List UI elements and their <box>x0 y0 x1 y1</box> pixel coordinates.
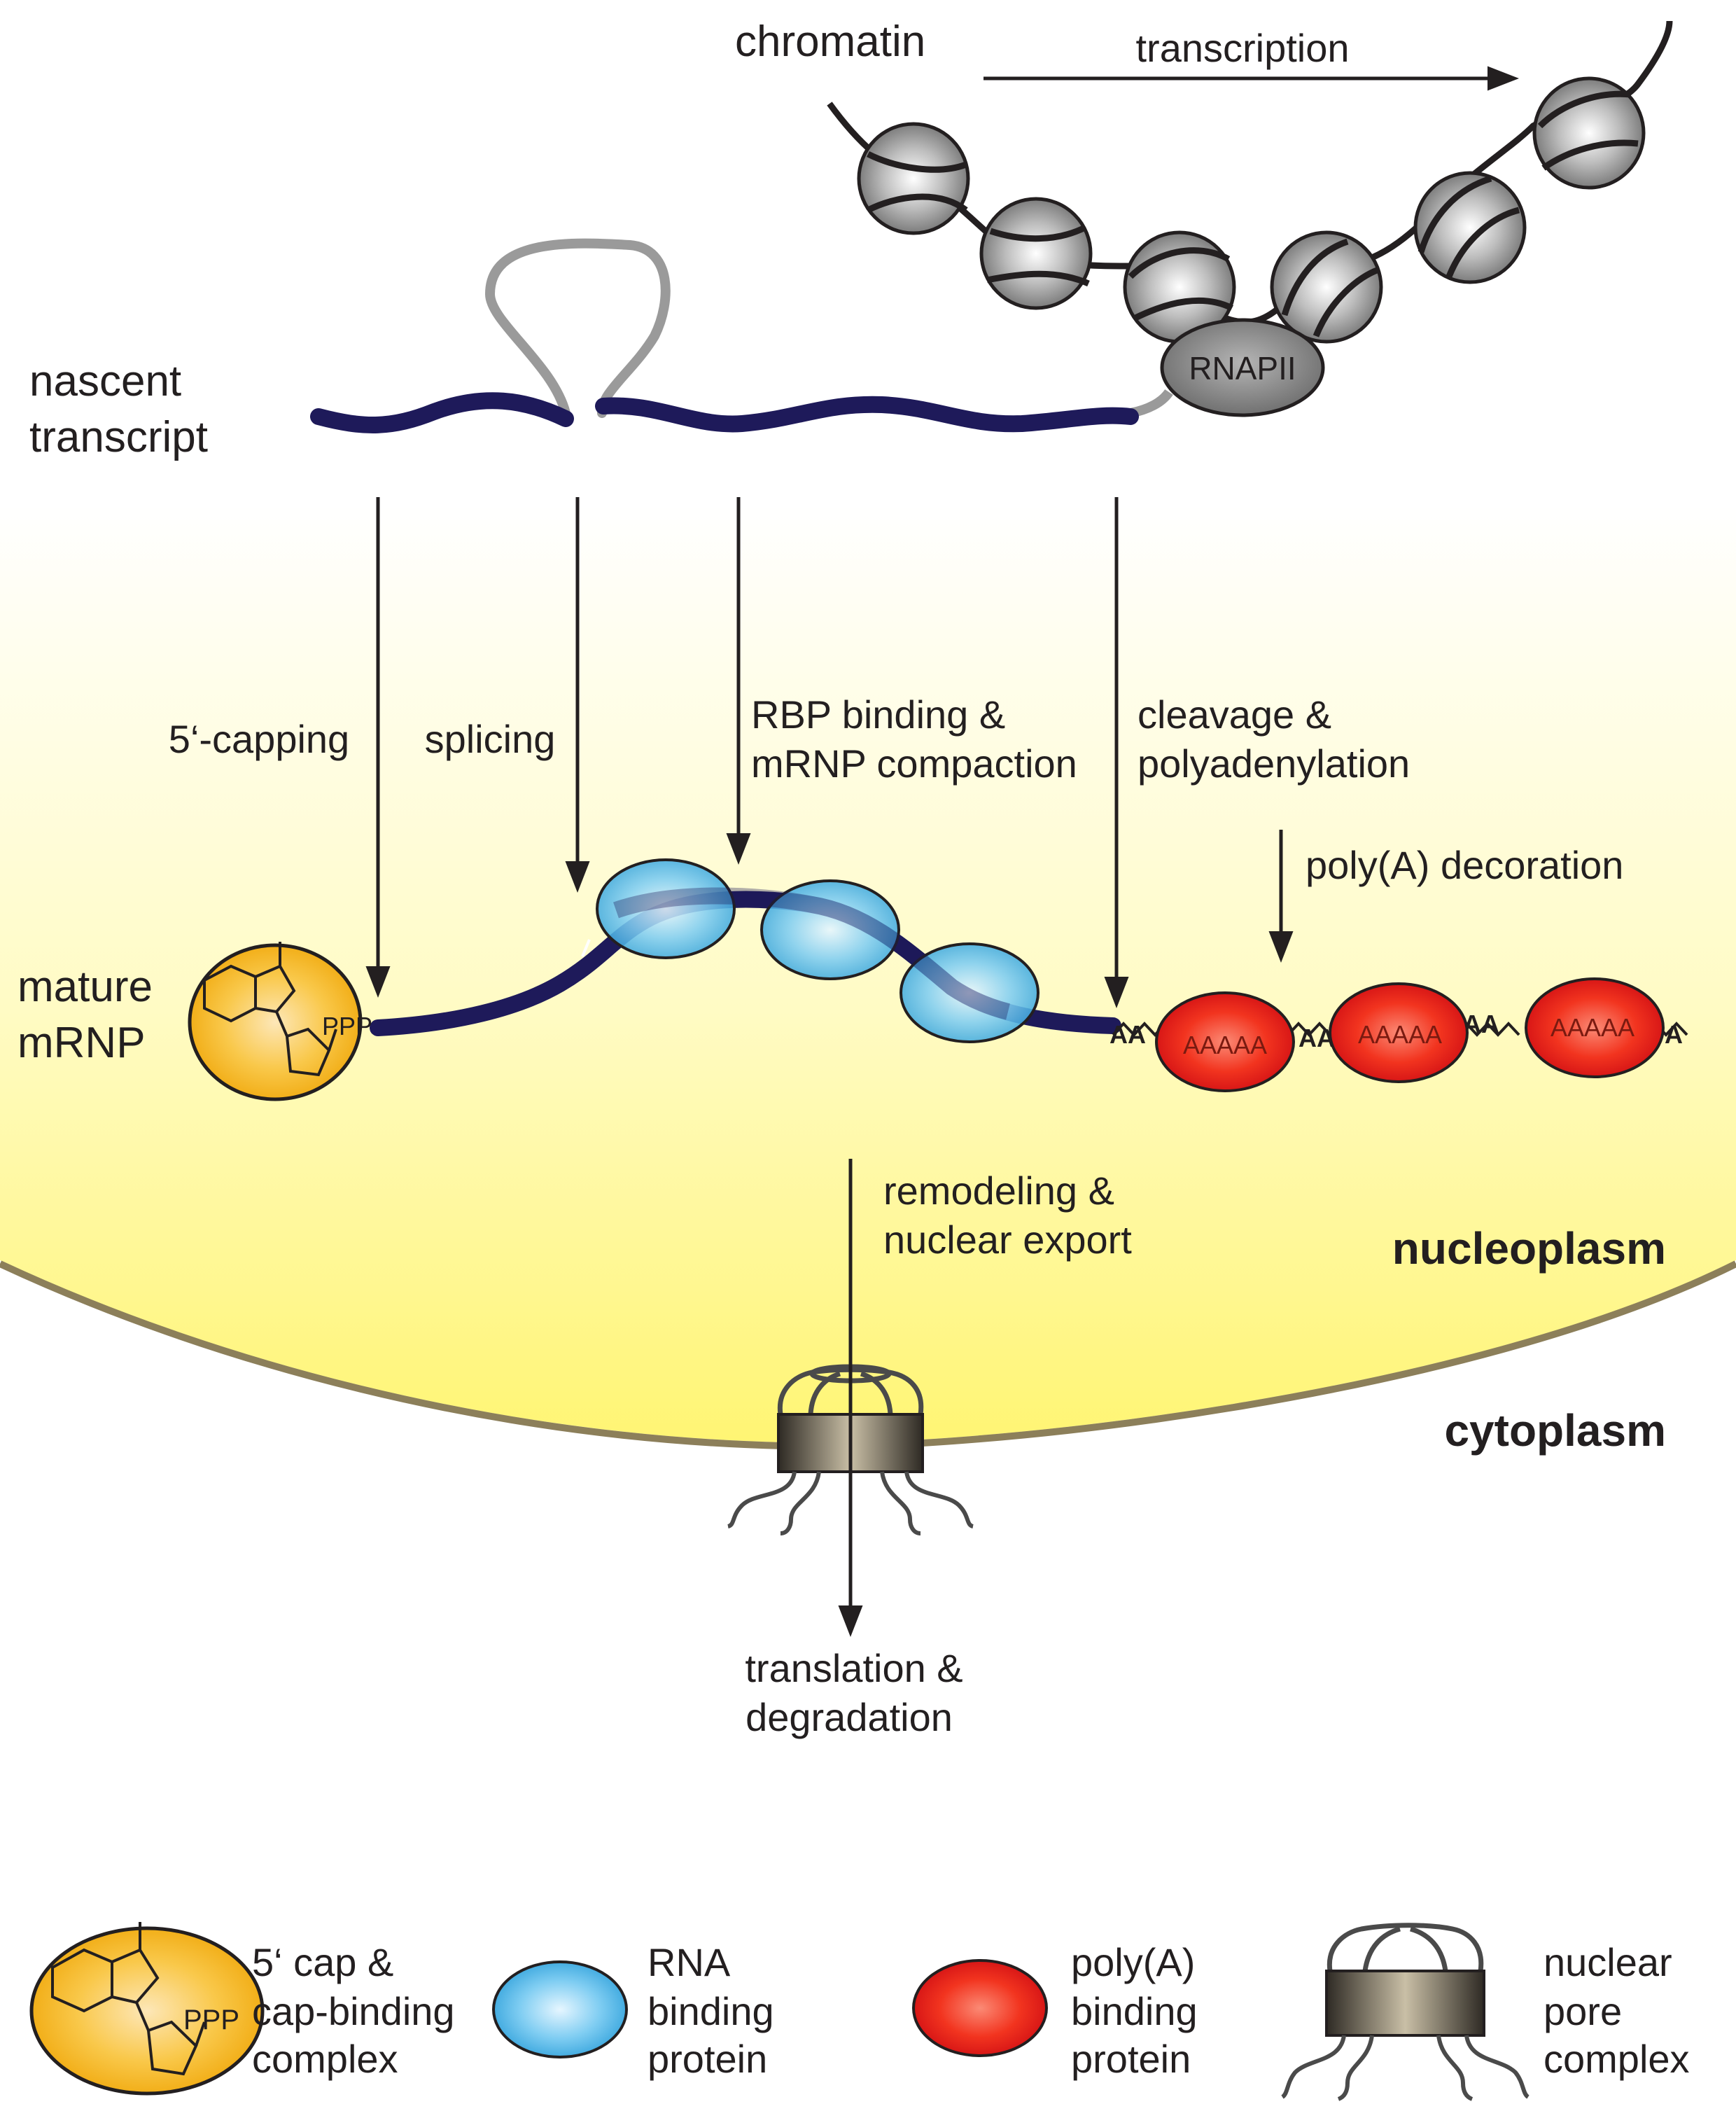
cleavage-label-line1: cleavage & <box>1138 692 1331 737</box>
capping-label: 5‘-capping <box>169 717 349 761</box>
legend-cap-structure <box>51 1922 206 2076</box>
nascent-exon-1 <box>310 392 574 433</box>
legend-rbp-line2: binding <box>648 1989 774 2033</box>
cap-binding-complex <box>188 943 363 1101</box>
translation-label-line1: translation & <box>745 1646 962 1690</box>
legend-cap-line3: complex <box>252 2037 398 2081</box>
nucleosome <box>1270 230 1383 344</box>
nascent-label-line2: transcript <box>29 413 208 461</box>
chromatin-label: chromatin <box>735 18 925 66</box>
nucleoplasm-label: nucleoplasm <box>1392 1223 1666 1274</box>
remodeling-label-line2: nuclear export <box>883 1218 1132 1262</box>
cap-structure <box>203 942 337 1077</box>
nascent-exon-2 <box>595 396 1139 433</box>
rna-binding-protein <box>596 858 736 959</box>
mature-label-line1: mature <box>18 963 153 1011</box>
legend-cap-icon <box>29 1926 265 2096</box>
nucleosome <box>979 197 1093 310</box>
legend-npc-icon <box>1281 1923 1530 2101</box>
translation-label-line2: degradation <box>746 1695 953 1739</box>
polya-binding-protein <box>1155 991 1295 1092</box>
legend-npc-line2: pore <box>1544 1989 1622 2033</box>
cap-ppp-label: PPP <box>322 1012 372 1040</box>
cytoplasm-label: cytoplasm <box>1444 1405 1666 1456</box>
legend-cap-ppp: PPP <box>183 2005 239 2035</box>
polya-tail-label: AA <box>1298 1024 1335 1052</box>
splice-junction-mark <box>581 939 591 957</box>
polya-binding-protein <box>1525 977 1665 1078</box>
legend-pabp-line2: binding <box>1071 1989 1198 2033</box>
legend-rbp-line1: RNA <box>648 1940 731 1984</box>
rbp-strand-overlay <box>613 887 1010 1020</box>
polya-sequence-label: AAAAA <box>1358 1020 1442 1049</box>
remodeling-label-line1: remodeling & <box>883 1169 1114 1213</box>
transcription-label: transcription <box>1135 26 1349 70</box>
rbp-label-line2: mRNP compaction <box>751 741 1077 786</box>
legend-npc-line1: nuclear <box>1544 1940 1672 1984</box>
legend: PPP 5‘ cap & cap-binding complex RNA bin… <box>29 1922 1690 2101</box>
legend-npc-line3: complex <box>1544 2037 1690 2081</box>
rna-binding-protein <box>760 879 900 980</box>
polya-binding-protein <box>1329 982 1469 1083</box>
polya-sequence-label: AAAAA <box>1550 1013 1634 1042</box>
splicing-label: splicing <box>425 717 556 761</box>
rbp-label-line1: RBP binding & <box>751 692 1005 737</box>
legend-pabp-line1: poly(A) <box>1071 1940 1195 1984</box>
polya-tail-label: AA <box>1463 1010 1499 1038</box>
polya-decoration-label: poly(A) decoration <box>1306 843 1623 887</box>
nucleosome <box>857 122 970 235</box>
rnapii-polymerase <box>1160 318 1325 417</box>
mature-label-line2: mRNP <box>18 1019 146 1067</box>
legend-pabp-icon <box>912 1959 1048 2057</box>
rna-binding-protein <box>899 942 1040 1043</box>
legend-cap-line1: 5‘ cap & <box>252 1940 393 1984</box>
polya-tail-label: A <box>1665 1020 1683 1049</box>
polya-tail <box>1112 1022 1688 1037</box>
polya-tail-label: AA <box>1110 1020 1146 1049</box>
legend-rbp-line3: protein <box>648 2037 767 2081</box>
nascent-label-line1: nascent <box>29 357 181 405</box>
cleavage-label-line2: polyadenylation <box>1138 741 1410 786</box>
intron-loop <box>484 238 671 418</box>
legend-pabp-line3: protein <box>1071 2037 1191 2081</box>
nucleosome <box>1413 171 1527 284</box>
nucleosome <box>1532 76 1646 190</box>
legend-cap-line2: cap-binding <box>252 1989 455 2033</box>
polya-sequence-label: AAAAA <box>1183 1031 1267 1059</box>
legend-rbp-icon <box>492 1960 628 2058</box>
rnapii-label: RNAPII <box>1189 350 1296 386</box>
